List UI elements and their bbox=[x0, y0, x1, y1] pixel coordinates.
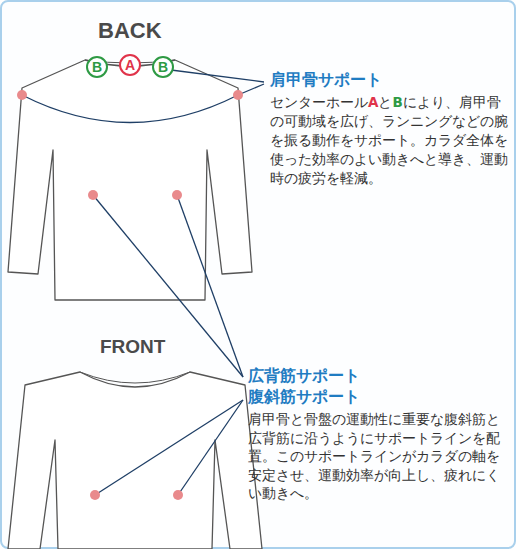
hole-letter: B bbox=[92, 60, 102, 74]
support-dot bbox=[172, 190, 182, 200]
callout-body: 肩甲骨と骨盤の運動性に重要な腹斜筋と広背筋に沿うようにサポートラインを配置。この… bbox=[248, 410, 508, 503]
center-hole-circle: B bbox=[152, 56, 174, 78]
hole-letter: B bbox=[158, 60, 168, 74]
body-run: と bbox=[378, 94, 392, 110]
leader-line bbox=[171, 70, 264, 82]
front-collar bbox=[80, 372, 190, 383]
leader-line bbox=[93, 195, 243, 377]
hole-letter: B bbox=[392, 94, 402, 110]
callout-heading: 広背筋サポート bbox=[248, 366, 360, 385]
support-dot bbox=[88, 190, 98, 200]
front-shirt-outline bbox=[8, 372, 262, 549]
view-heading: FRONT bbox=[100, 336, 165, 359]
leader-line bbox=[178, 400, 243, 495]
support-dot bbox=[173, 490, 183, 500]
leader-line bbox=[22, 84, 264, 123]
support-dot bbox=[17, 90, 27, 100]
back-shirt-outline bbox=[8, 60, 252, 300]
leader-line bbox=[95, 400, 243, 495]
view-heading: BACK bbox=[98, 18, 162, 44]
center-hole-circle: B bbox=[86, 56, 108, 78]
callout-heading: 腹斜筋サポート bbox=[248, 387, 360, 406]
body-run: センターホール bbox=[270, 94, 368, 110]
callout-heading: 肩甲骨サポート bbox=[270, 70, 382, 89]
support-dot bbox=[233, 90, 243, 100]
hole-letter: A bbox=[125, 58, 135, 72]
center-hole-circle: A bbox=[119, 54, 141, 76]
callout-body: センターホールAとBにより、肩甲骨の可動域を広げ、ランニングなどの腕を振る動作を… bbox=[270, 93, 508, 188]
support-dot bbox=[90, 490, 100, 500]
leader-line bbox=[177, 195, 243, 377]
hole-letter: A bbox=[368, 94, 378, 110]
